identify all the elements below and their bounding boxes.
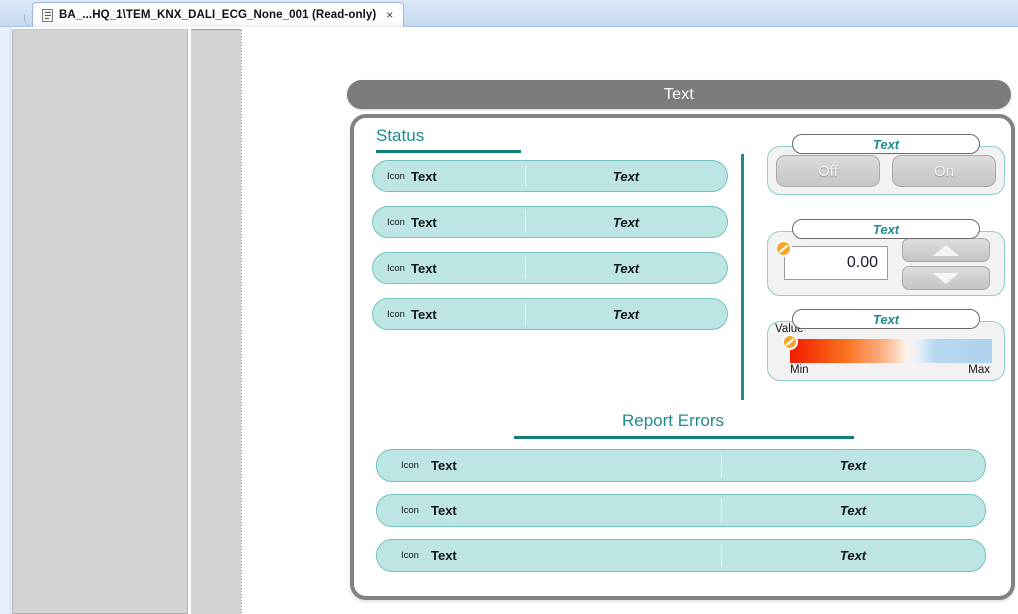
error-row-list: Icon Text Text Icon Text Text Icon Text …	[376, 449, 986, 584]
row-icon-label: Icon	[401, 505, 431, 516]
pane-splitter[interactable]	[241, 30, 242, 614]
spinner-decrement-button[interactable]	[902, 266, 990, 290]
view-header-title: Text	[664, 86, 694, 104]
status-row[interactable]: Icon Text Text	[372, 298, 728, 330]
row-label: Text	[411, 307, 437, 322]
slider-min-label: Min	[790, 364, 809, 376]
window-left-edge	[0, 27, 11, 614]
onoff-button-row: Off On	[776, 155, 996, 187]
error-row[interactable]: Icon Text Text	[376, 449, 986, 482]
color-gradient-bar[interactable]	[790, 339, 992, 363]
document-icon	[42, 9, 53, 22]
row-label: Text	[411, 261, 437, 276]
spinner-caption: Text	[792, 219, 980, 239]
row-label: Text	[431, 548, 457, 563]
row-label: Text	[431, 503, 457, 518]
chevron-down-icon	[933, 273, 959, 284]
onoff-caption: Text	[792, 134, 980, 154]
row-icon-label: Icon	[387, 217, 411, 228]
status-row[interactable]: Icon Text Text	[372, 160, 728, 192]
value-slider-group: Text Value Min Max	[767, 321, 1005, 381]
row-label: Text	[411, 215, 437, 230]
row-value: Text	[721, 503, 985, 518]
spinner-value-field[interactable]: 0.00	[784, 246, 888, 280]
slider-max-label: Max	[968, 364, 990, 376]
value-slider-caption: Text	[792, 309, 980, 329]
tab-title: BA_...HQ_1\TEM_KNX_DALI_ECG_None_001 (Re…	[59, 9, 376, 21]
tab-bar: BA_...HQ_1\TEM_KNX_DALI_ECG_None_001 (Re…	[0, 0, 1018, 27]
status-row-list: Icon Text Text Icon Text Text Icon Text …	[372, 160, 728, 344]
row-icon-label: Icon	[387, 263, 411, 274]
left-pane-primary	[12, 29, 188, 614]
status-row[interactable]: Icon Text Text	[372, 252, 728, 284]
error-row[interactable]: Icon Text Text	[376, 494, 986, 527]
view-header: Text	[347, 80, 1011, 109]
close-icon[interactable]: ×	[386, 9, 393, 21]
error-row[interactable]: Icon Text Text	[376, 539, 986, 572]
row-icon-label: Icon	[387, 309, 411, 320]
onoff-control-group: Text Off On	[767, 146, 1005, 195]
chevron-up-icon	[933, 245, 959, 256]
row-icon-label: Icon	[401, 460, 431, 471]
content-panel: Status Icon Text Text Icon Text Text Ico…	[350, 114, 1015, 600]
errors-section-rule	[514, 436, 854, 439]
spinner-control-group: Text 0.00	[767, 231, 1005, 296]
status-row[interactable]: Icon Text Text	[372, 206, 728, 238]
status-section-heading: Status	[376, 126, 424, 146]
no-entry-icon	[775, 240, 792, 257]
off-button[interactable]: Off	[776, 155, 880, 187]
row-value: Text	[525, 261, 727, 276]
tab-document[interactable]: BA_...HQ_1\TEM_KNX_DALI_ECG_None_001 (Re…	[32, 2, 404, 27]
column-divider	[741, 154, 744, 400]
row-icon-label: Icon	[387, 171, 411, 182]
status-section-rule	[376, 150, 521, 153]
left-pane-secondary	[191, 29, 241, 614]
row-value: Text	[525, 169, 727, 184]
row-icon-label: Icon	[401, 550, 431, 561]
gradient-slider-handle[interactable]	[782, 334, 798, 350]
spinner-value: 0.00	[847, 254, 878, 272]
row-value: Text	[721, 458, 985, 473]
row-value: Text	[525, 215, 727, 230]
errors-section-heading: Report Errors	[622, 411, 724, 431]
row-value: Text	[525, 307, 727, 322]
on-button[interactable]: On	[892, 155, 996, 187]
spinner-arrows	[902, 238, 990, 290]
row-label: Text	[431, 458, 457, 473]
row-value: Text	[721, 548, 985, 563]
spinner-increment-button[interactable]	[902, 238, 990, 262]
row-label: Text	[411, 169, 437, 184]
